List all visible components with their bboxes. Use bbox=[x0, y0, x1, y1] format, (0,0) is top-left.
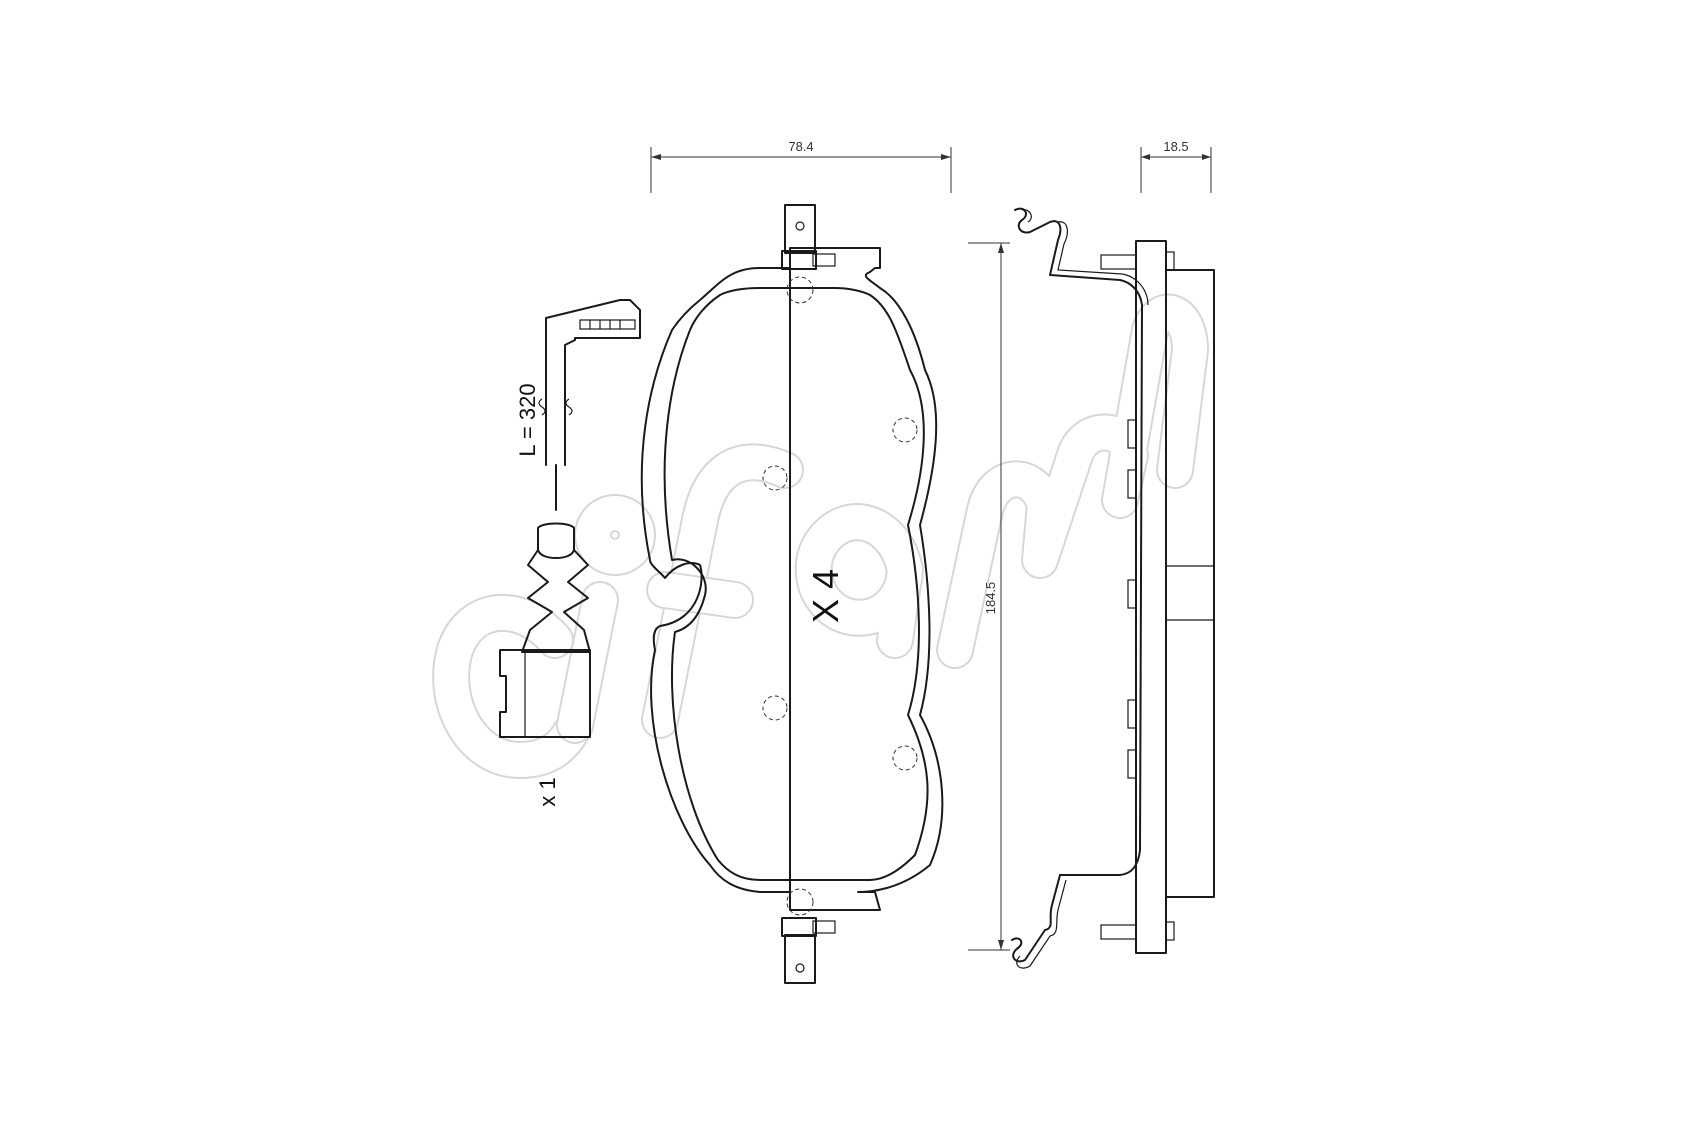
brake-pad-front-view: X 4 bbox=[640, 204, 944, 984]
width-dimension-label: 78.4 bbox=[788, 139, 813, 154]
thickness-dimension: 18.5 bbox=[1140, 139, 1212, 193]
sensor-quantity-label: x 1 bbox=[535, 777, 560, 806]
pad-quantity-label: X 4 bbox=[805, 569, 846, 623]
height-dimension: 184.5 bbox=[968, 242, 1010, 951]
height-dimension-label: 184.5 bbox=[983, 582, 998, 615]
sensor-length-label: L = 320 bbox=[515, 383, 540, 456]
brake-pad-side-view bbox=[1011, 207, 1215, 969]
width-dimension: 78.4 bbox=[650, 139, 952, 193]
wear-sensor: L = 320 x 1 bbox=[499, 299, 641, 807]
cifam-watermark-logo: cifam bbox=[432, 293, 1209, 779]
thickness-dimension-label: 18.5 bbox=[1163, 139, 1188, 154]
